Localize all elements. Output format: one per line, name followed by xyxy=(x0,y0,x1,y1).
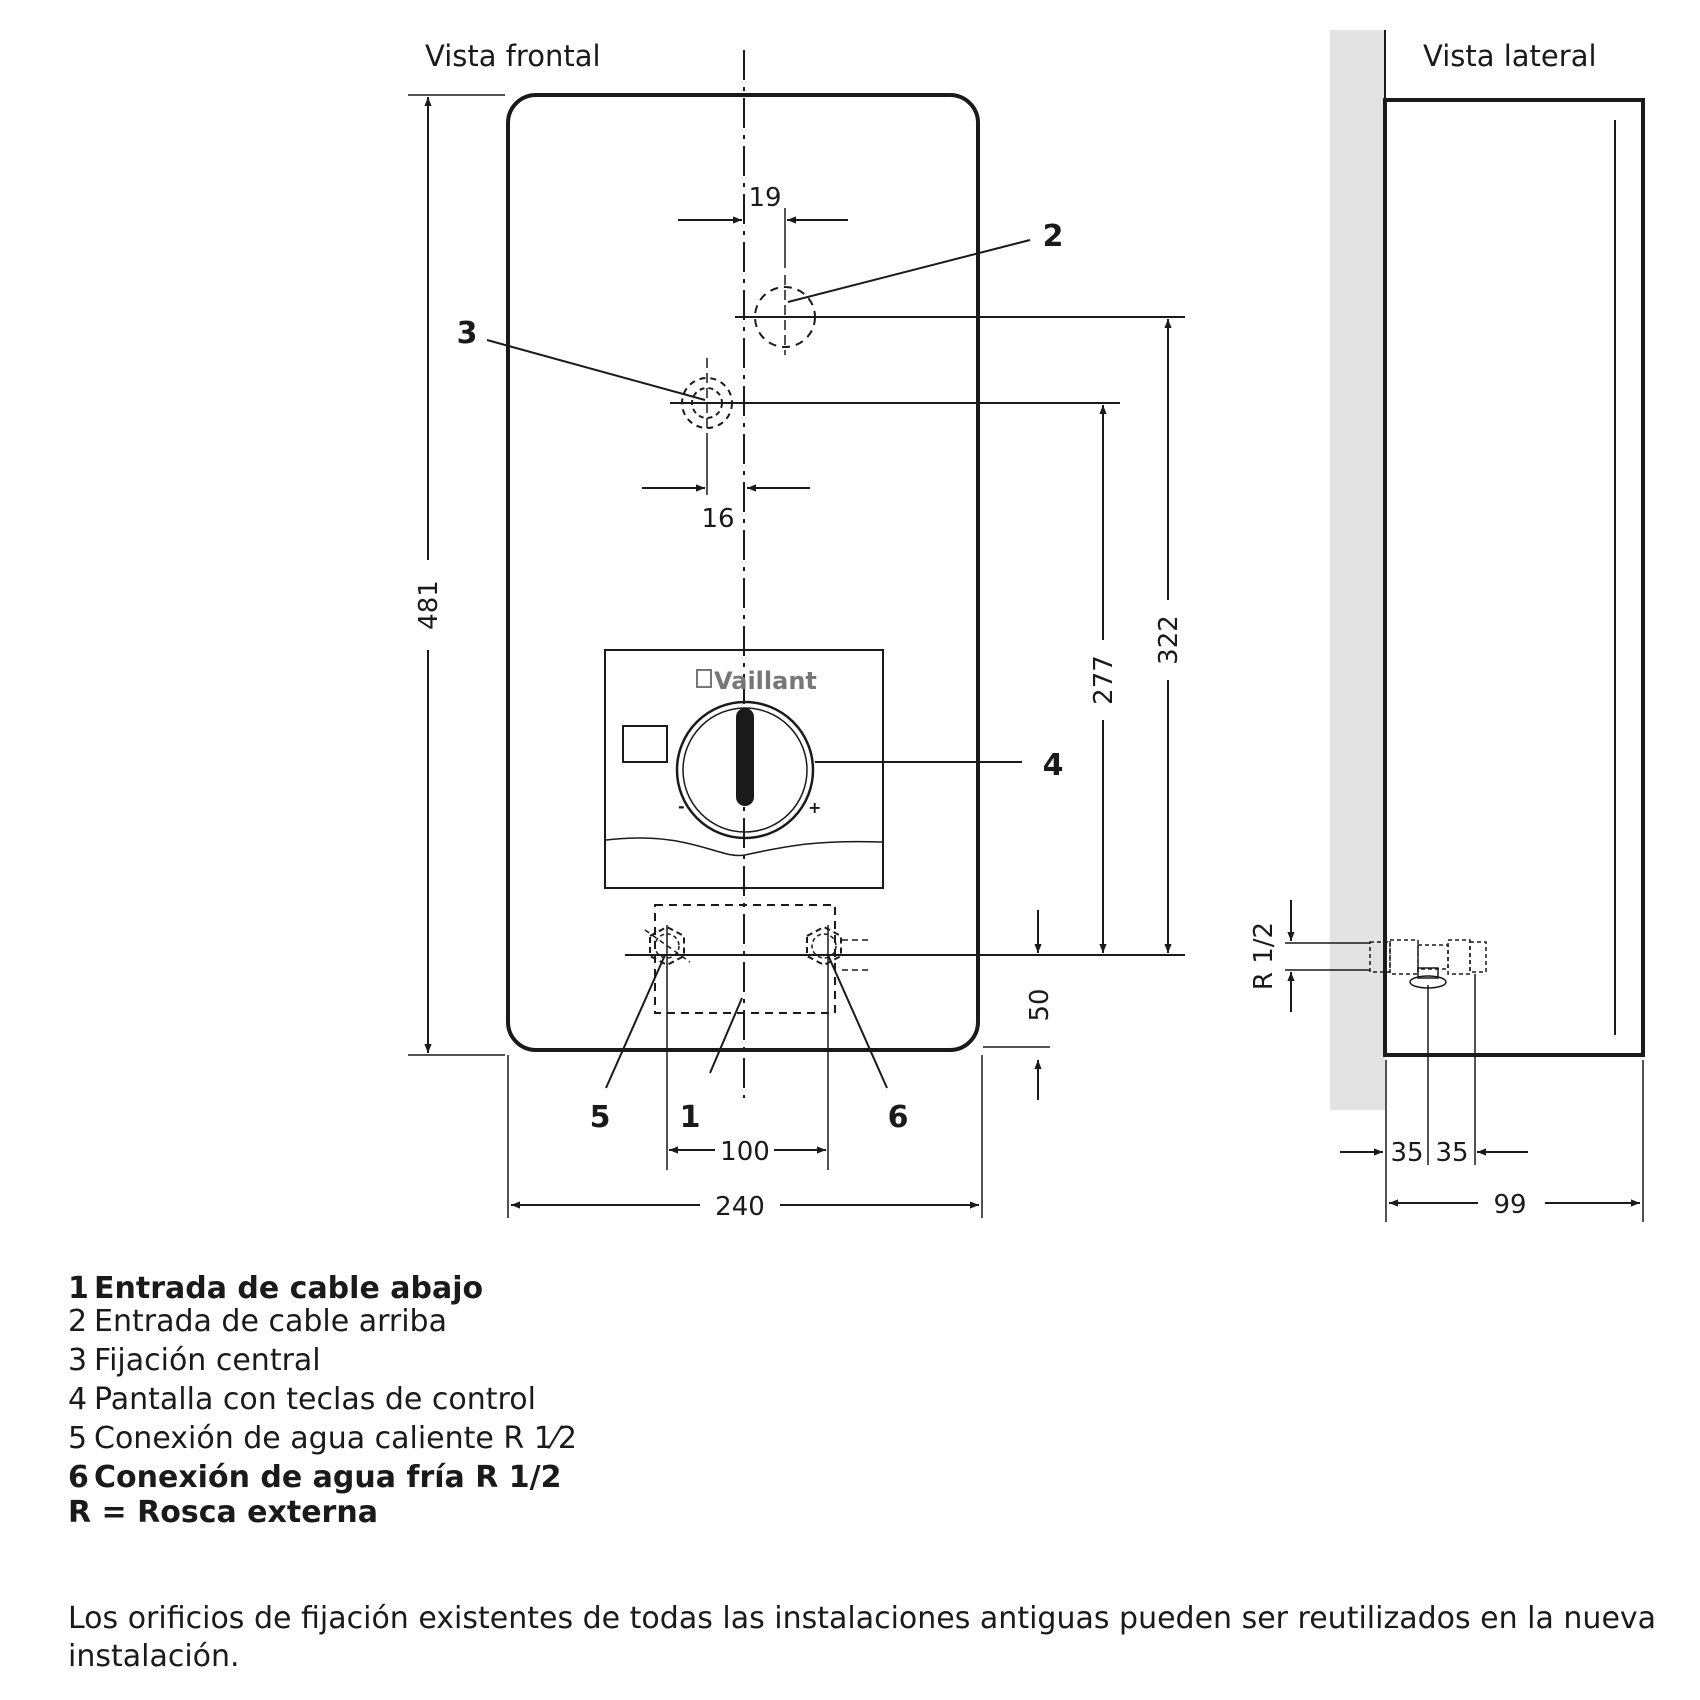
dimension-19: 19 xyxy=(678,183,848,268)
dim-99-label: 99 xyxy=(1493,1190,1526,1220)
technical-drawing: Vista frontal 19 16 Vaillant xyxy=(408,30,1645,1222)
callout-6-leader xyxy=(827,954,888,1089)
cable-entry-top xyxy=(735,275,1185,355)
installation-note: Los orificios de fijación existentes de … xyxy=(68,1601,1657,1674)
knob-indicator xyxy=(736,708,754,806)
dim-thread-label: R 1/2 xyxy=(1249,922,1279,990)
dim-19-label: 19 xyxy=(748,183,781,213)
control-knob xyxy=(675,700,815,840)
knob-plus: + xyxy=(808,798,821,817)
callout-2: 2 xyxy=(1043,219,1064,254)
side-device-body xyxy=(1383,98,1645,1057)
legend-item-r: R = Rosca externa xyxy=(68,1495,378,1530)
dimension-240: 240 xyxy=(507,1055,983,1222)
dimension-35-35: 35 35 xyxy=(1340,974,1528,1168)
panel-wave xyxy=(605,837,883,857)
callout-2-leader xyxy=(787,239,1031,303)
dim-50-label: 50 xyxy=(1025,988,1055,1021)
control-panel: Vaillant - + xyxy=(604,649,884,889)
side-pipe-fitting xyxy=(1369,939,1487,989)
dimension-322: 322 xyxy=(1154,319,1184,953)
callout-3-leader xyxy=(486,339,706,401)
dim-481-label: 481 xyxy=(414,580,444,630)
central-fixing xyxy=(670,358,1120,440)
wall xyxy=(1330,30,1385,1110)
dimension-thread: R 1/2 xyxy=(1249,900,1370,1012)
front-view-title: Vista frontal xyxy=(425,39,601,73)
side-view-title: Vista lateral xyxy=(1423,39,1597,73)
callout-1: 1 xyxy=(680,1100,701,1135)
dimension-50: 50 xyxy=(983,910,1055,1100)
display-window xyxy=(622,725,668,763)
callout-4: 4 xyxy=(1043,748,1064,783)
callout-1-leader xyxy=(709,997,743,1074)
dim-277-label: 277 xyxy=(1089,655,1119,705)
callout-5: 5 xyxy=(590,1100,611,1135)
dimension-16: 16 xyxy=(642,440,810,534)
knob-minus: - xyxy=(678,797,685,816)
cold-water-connection xyxy=(806,925,872,1170)
dimension-99: 99 xyxy=(1385,1060,1644,1222)
callout-5-leader xyxy=(605,954,666,1089)
hot-water-connection xyxy=(644,925,691,1170)
dim-100-label: 100 xyxy=(720,1137,770,1167)
dim-35b-label: 35 xyxy=(1435,1138,1468,1168)
dimension-277: 277 xyxy=(1089,405,1119,953)
callout-3: 3 xyxy=(457,316,478,351)
dim-322-label: 322 xyxy=(1154,615,1184,665)
dim-240-label: 240 xyxy=(715,1192,765,1222)
dim-35a-label: 35 xyxy=(1390,1138,1423,1168)
dimension-100: 100 xyxy=(669,1137,826,1167)
dimension-481: 481 xyxy=(408,94,505,1056)
brand-logo-icon xyxy=(696,669,712,688)
callout-6: 6 xyxy=(888,1100,909,1135)
brand-logo-text: Vaillant xyxy=(714,667,817,695)
dim-16-label: 16 xyxy=(701,504,734,534)
